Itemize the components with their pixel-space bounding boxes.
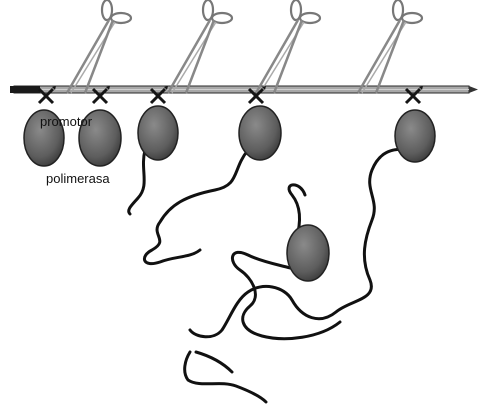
rna-polymerase-free [287, 225, 329, 281]
scissors-icon [256, 0, 320, 93]
rna-strand [129, 150, 145, 214]
rna-polymerase-5 [395, 110, 435, 162]
rna-transcripts [129, 149, 408, 402]
scissors-icon [168, 0, 232, 93]
scissors-icon [67, 0, 131, 93]
promoter-label: promotor [40, 114, 93, 129]
rna-strand [185, 352, 266, 402]
rna-polymerase-3 [138, 106, 178, 160]
polymerase-label: polimerasa [46, 171, 110, 186]
rna-polymerase-4 [239, 106, 281, 160]
scissors-icon [358, 0, 422, 93]
rna-strand [144, 150, 248, 264]
rna-strand [196, 352, 232, 372]
